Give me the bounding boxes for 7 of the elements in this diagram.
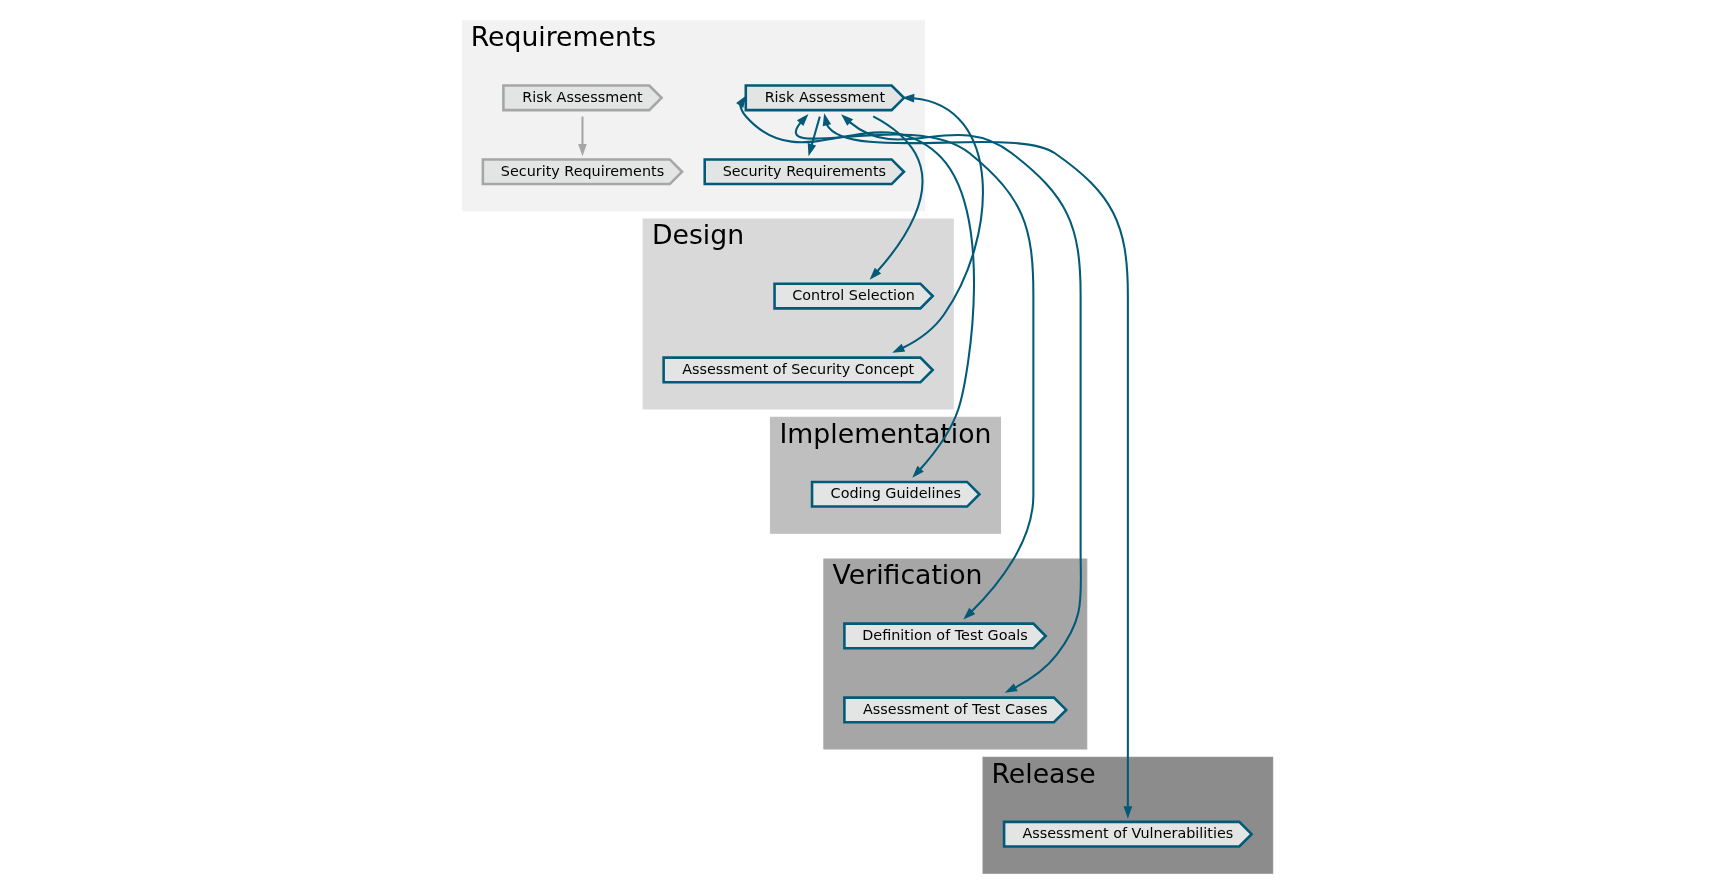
arrow xyxy=(822,113,1133,819)
arrow xyxy=(796,114,1035,620)
arrow xyxy=(807,116,821,157)
arrow xyxy=(892,93,984,353)
arrow xyxy=(869,115,924,280)
arrow xyxy=(736,95,975,478)
arrow xyxy=(578,116,587,157)
